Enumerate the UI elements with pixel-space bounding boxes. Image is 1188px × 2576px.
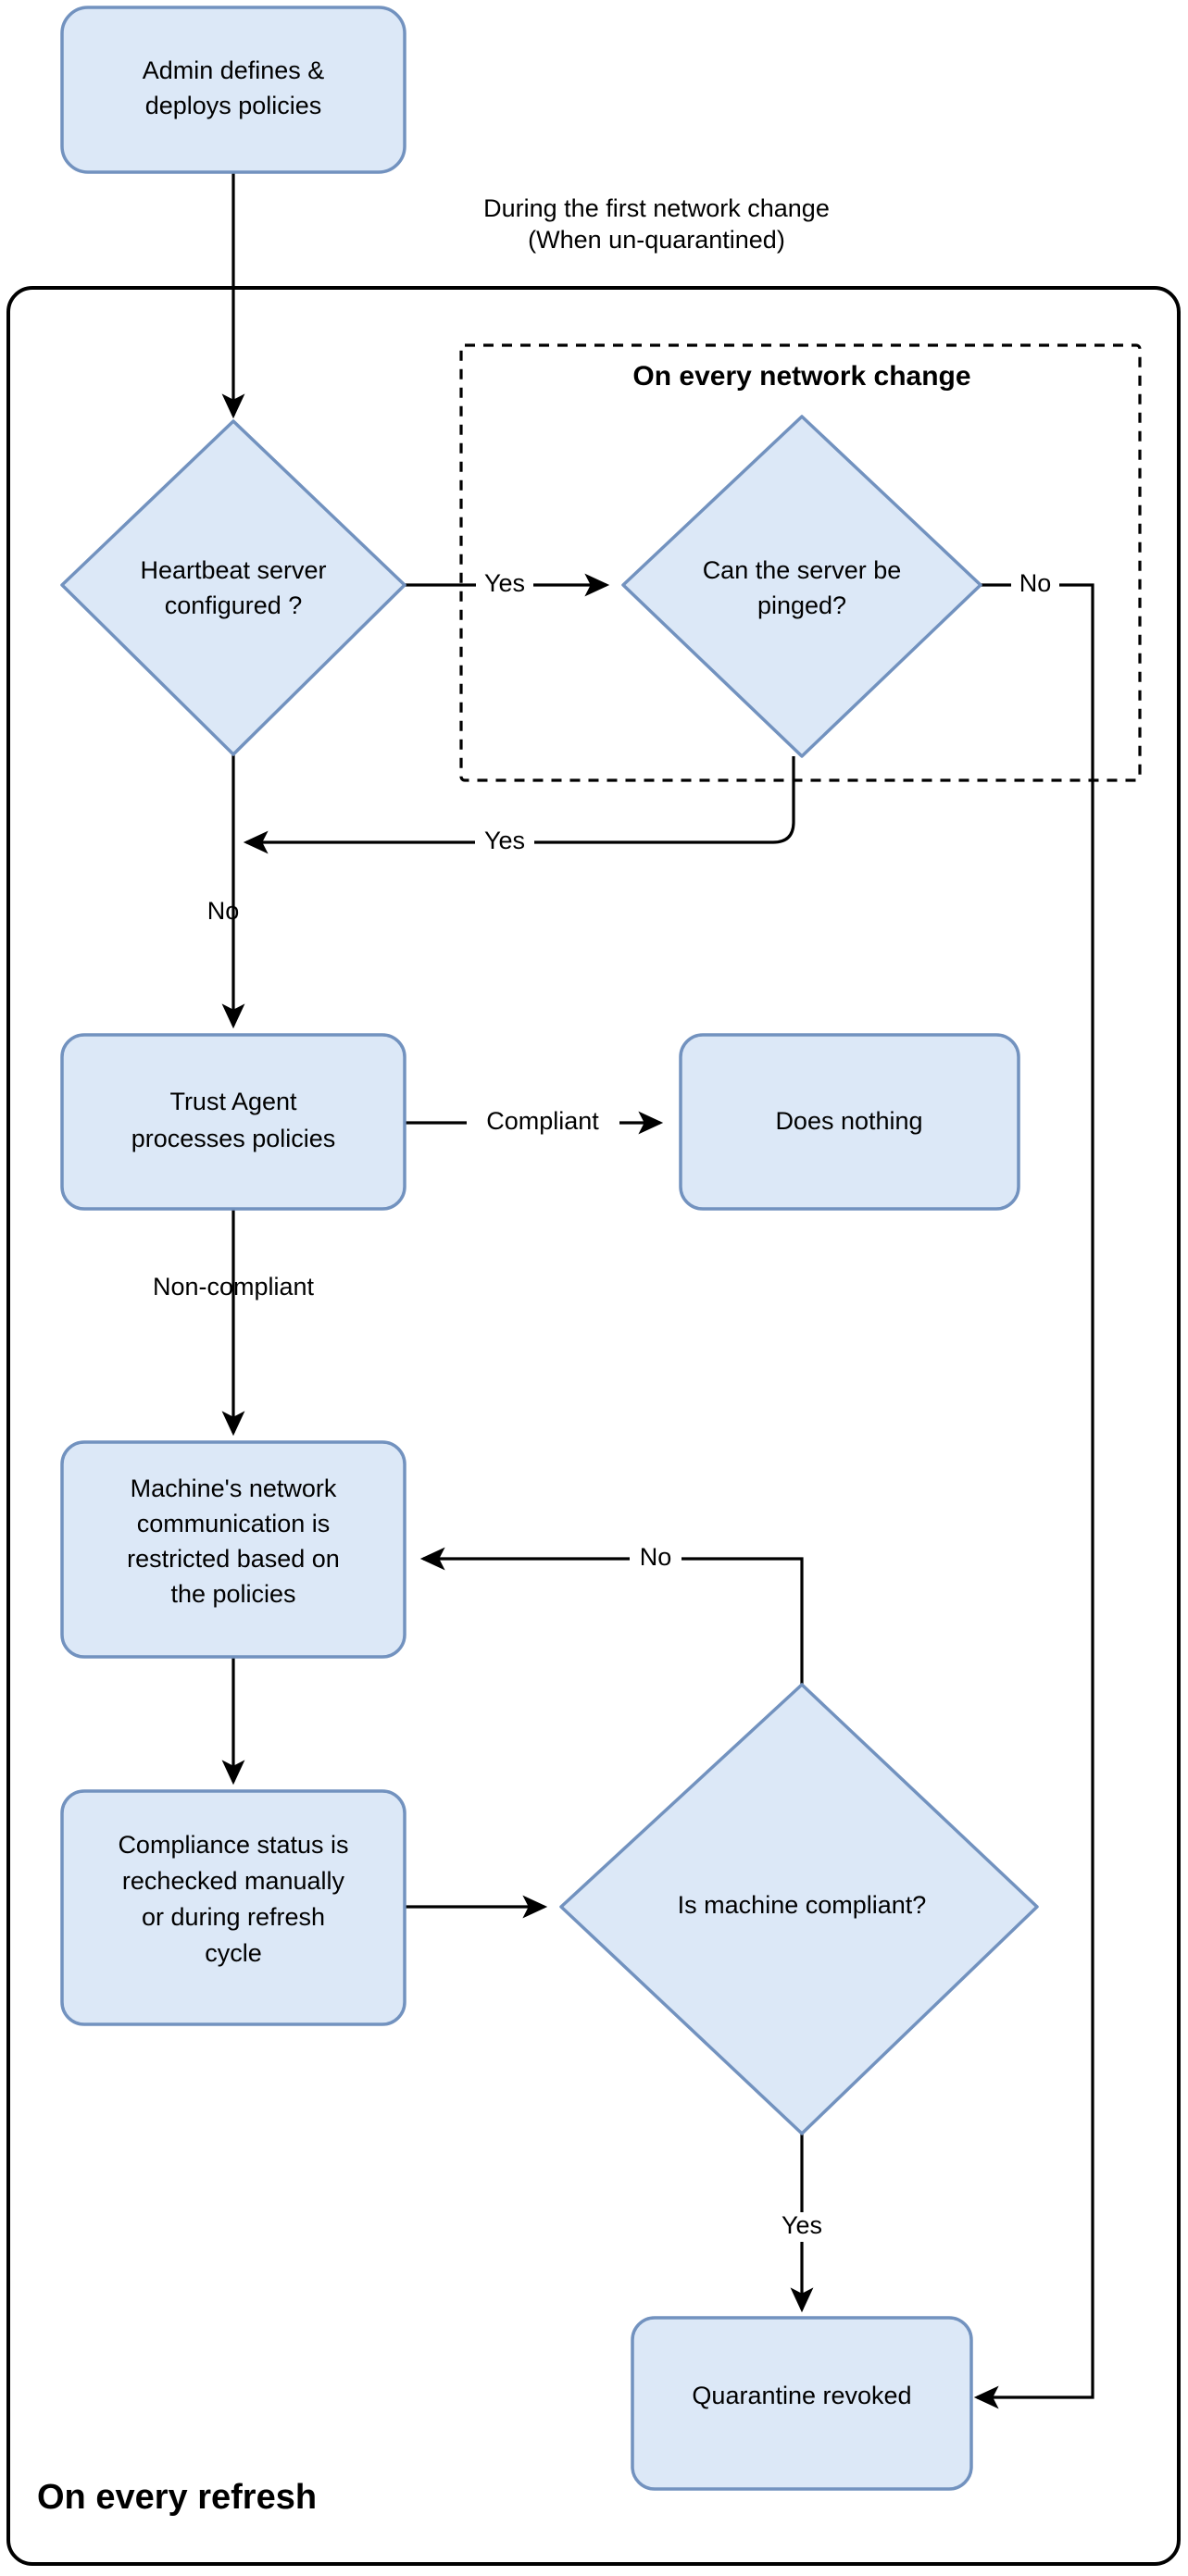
node-shape-rect — [60, 6, 406, 174]
svg-text:Yes: Yes — [782, 2211, 822, 2239]
node-label-line-2: pinged? — [757, 591, 846, 619]
edge-label-non-compliant: Non-compliant — [153, 1273, 315, 1300]
node-shape-diamond — [60, 419, 406, 756]
node-label-line-1: Admin defines & — [143, 56, 325, 84]
node-admin-defines-deploys-policies[interactable]: Admin defines & deploys policies — [60, 6, 406, 174]
node-quarantine-revoked[interactable]: Quarantine revoked — [631, 2316, 973, 2491]
node-label-line-1: Heartbeat server — [140, 556, 326, 584]
caption-line-2: (When un-quarantined) — [528, 226, 785, 254]
caption-line-1: During the first network change — [483, 194, 830, 222]
group-on-every-network-change — [459, 343, 1142, 782]
svg-text:Yes: Yes — [484, 569, 525, 597]
edge-label-heartbeat-no: No — [207, 897, 240, 925]
svg-text:Compliant: Compliant — [486, 1107, 599, 1135]
node-label-line-3: or during refresh — [142, 1903, 325, 1931]
node-label-line-3: restricted based on — [127, 1545, 340, 1573]
node-label-line-2: deploys policies — [145, 92, 322, 119]
svg-text:Yes: Yes — [484, 827, 525, 854]
node-shape-diamond — [621, 415, 982, 758]
node-shape-rect — [60, 1789, 406, 2026]
edge-label-is-compliant-no: No — [630, 1543, 682, 1574]
node-shape-rect — [631, 2316, 973, 2491]
node-shape-diamond — [559, 1683, 1039, 2135]
node-shape-rect — [60, 1440, 406, 1659]
node-label-line-4: cycle — [205, 1939, 262, 1967]
edge-label-compliant: Compliant — [467, 1107, 619, 1138]
edge-ping-yes-loopback — [243, 756, 795, 854]
node-label-line-1: Trust Agent — [169, 1088, 297, 1115]
edge-is-compliant-no-to-restricted — [419, 1547, 804, 1755]
node-trust-agent-processes-policies[interactable]: Trust Agent processes policies — [60, 1033, 406, 1211]
edge-label-ping-no: No — [1011, 569, 1059, 600]
edge-label-is-compliant-yes: Yes — [773, 2211, 831, 2242]
node-label-line-1: Is machine compliant? — [678, 1891, 927, 1919]
edge-label-heartbeat-yes: Yes — [476, 569, 533, 600]
node-label-line-1: Does nothing — [775, 1107, 922, 1135]
group-outer-title: On every refresh — [37, 2478, 317, 2517]
group-dashed-title: On every network change — [632, 361, 970, 392]
node-is-machine-compliant[interactable]: Is machine compliant? — [559, 1683, 1039, 2135]
node-label-line-1: Can the server be — [703, 556, 902, 584]
node-does-nothing[interactable]: Does nothing — [679, 1033, 1020, 1211]
svg-text:No: No — [1019, 569, 1052, 597]
node-heartbeat-server-configured[interactable]: Heartbeat server configured ? — [60, 419, 406, 756]
node-can-the-server-be-pinged[interactable]: Can the server be pinged? — [621, 415, 982, 758]
edge-ping-no-to-quarantine — [973, 583, 1094, 2409]
svg-text:No: No — [207, 897, 240, 925]
edge-label-ping-yes: Yes — [475, 827, 534, 857]
group-on-every-refresh — [6, 286, 1181, 2566]
caption-first-network-change: During the first network change (When un… — [483, 194, 830, 254]
node-compliance-status-rechecked[interactable]: Compliance status is rechecked manually … — [60, 1789, 406, 2026]
node-shape-rect — [679, 1033, 1020, 1211]
svg-text:No: No — [640, 1543, 672, 1571]
node-label-line-2: processes policies — [131, 1125, 336, 1152]
node-shape-rect — [60, 1033, 406, 1211]
node-label-line-4: the policies — [170, 1580, 295, 1608]
svg-text:Non-compliant: Non-compliant — [153, 1273, 315, 1300]
node-label-line-1: Machine's network — [131, 1475, 337, 1502]
node-machine-network-restricted[interactable]: Machine's network communication is restr… — [60, 1440, 406, 1659]
node-label-line-2: communication is — [137, 1510, 331, 1537]
node-label-line-1: Quarantine revoked — [692, 2382, 911, 2409]
node-label-line-2: rechecked manually — [122, 1867, 345, 1895]
node-label-line-1: Compliance status is — [118, 1831, 348, 1859]
node-label-line-2: configured ? — [165, 591, 303, 619]
